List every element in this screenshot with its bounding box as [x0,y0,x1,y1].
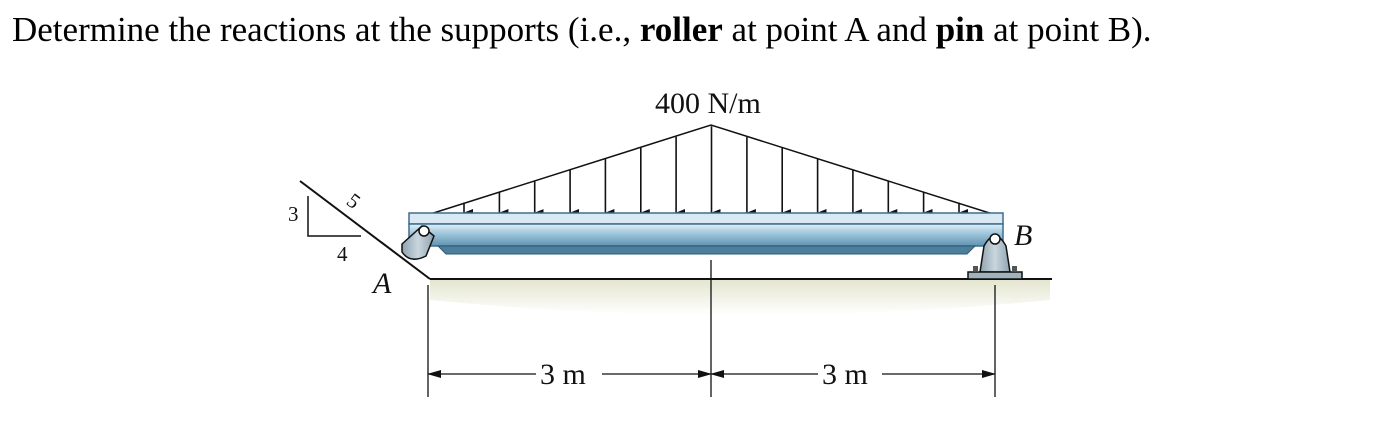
question-text: Determine the reactions at the supports … [12,8,1392,52]
question-roller: roller [639,10,723,49]
question-prefix: Determine the reactions at the supports … [12,10,640,49]
point-b-label: B [1014,219,1032,252]
dim-left-label: 3 m [540,358,586,391]
beam-top-flange [408,212,1004,225]
beam-body [408,223,1004,247]
slope-hyp-label: 5 [342,188,365,213]
load-triangle [423,124,1000,217]
slope-run-label: 4 [337,242,348,266]
load-label: 400 N/m [655,87,761,120]
ground-shadow [430,279,1050,315]
slope-rise-label: 3 [288,202,299,226]
slope-triangle [307,196,361,237]
load-arrows [463,126,968,217]
roller-support-a [401,225,435,260]
point-a-label: A [371,267,392,300]
dim-right-label: 3 m [822,358,868,391]
incline-surface [299,180,431,280]
question-suffix: at point B). [984,10,1152,49]
pin-support-b [967,233,1023,280]
beam-bottom-flange [436,245,977,255]
question-mid: at point A and [722,10,936,49]
question-pin: pin [935,10,985,49]
